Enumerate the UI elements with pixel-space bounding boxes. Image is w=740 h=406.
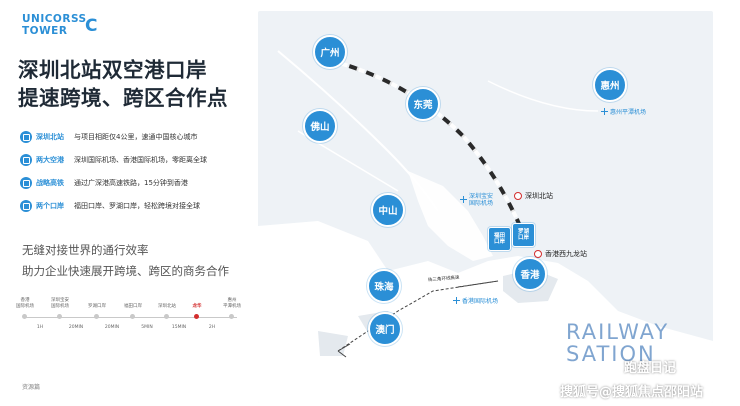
bullet-item: 两个口岸 福田口岸、罗湖口岸，轻松跨境对接全球 xyxy=(20,199,200,213)
port-icon xyxy=(20,200,32,212)
station-hk-west-kowloon: 香港西九龙站 xyxy=(534,249,587,259)
hk-airport-route xyxy=(457,280,499,288)
bridge-arrow xyxy=(337,343,351,358)
timeline-stop: 福田口岸 xyxy=(124,304,142,309)
city-zhuhai: 珠海 xyxy=(367,269,401,303)
rail-icon xyxy=(20,177,32,189)
timeline-dot xyxy=(57,314,62,319)
airport-huizhou: 惠州平潭机场 xyxy=(601,107,646,116)
timeline-dot xyxy=(164,314,169,319)
bullet-label: 战略高铁 xyxy=(36,179,64,187)
station-pin-icon xyxy=(514,192,522,200)
plane-icon xyxy=(20,154,32,166)
bullet-label: 深圳北站 xyxy=(36,133,64,141)
logo-line2: TOWER xyxy=(22,25,68,37)
title-line1: 深圳北站双空港口岸 xyxy=(18,58,207,82)
bullet-text: 福田口岸、罗湖口岸，轻松跨境对接全球 xyxy=(74,202,200,210)
slogan-line1: 无缝对接世界的通行效率 xyxy=(22,243,149,257)
timeline-time: 1H xyxy=(36,325,44,330)
timeline-dot xyxy=(22,314,27,319)
timeline-stop: 香港 国际机场 xyxy=(16,298,34,309)
logo-line1: UNICORSS xyxy=(22,13,87,25)
bullet-text: 深圳国际机场、香港国际机场，零距离全球 xyxy=(74,156,207,164)
bullet-label: 两个口岸 xyxy=(36,202,64,210)
train-icon xyxy=(20,131,32,143)
timeline-time: 20MIN xyxy=(104,325,120,330)
bullet-label: 两大空港 xyxy=(36,156,64,164)
city-zhongshan: 中山 xyxy=(371,193,405,227)
timeline-stop: 罗湖口岸 xyxy=(88,304,106,309)
timeline-dot xyxy=(94,314,99,319)
logo-mark: C xyxy=(85,16,98,36)
timeline-time: 5MIN xyxy=(141,325,153,330)
city-huizhou: 惠州 xyxy=(593,68,627,102)
bullet-item: 深圳北站 与项目相距仅4公里，速通中国核心城市 xyxy=(20,130,197,144)
timeline-dot-highlight xyxy=(194,314,199,319)
railway-line2: SATION xyxy=(566,342,656,366)
bridge-route xyxy=(337,280,499,352)
station-label: 深圳北站 xyxy=(525,192,553,200)
estuary xyxy=(408,171,493,261)
timeline-time: 20MIN xyxy=(68,325,84,330)
source-note: 资源篇 xyxy=(22,384,41,391)
timeline-dot xyxy=(130,314,135,319)
bullet-item: 两大空港 深圳国际机场、香港国际机场，零距离全球 xyxy=(20,153,207,167)
timeline-dot xyxy=(229,314,234,319)
timeline-stop: 深圳宝安 国际机场 xyxy=(51,298,69,309)
rail-route-white xyxy=(331,59,522,227)
station-label: 香港西九龙站 xyxy=(545,250,587,258)
plane-icon xyxy=(453,297,460,304)
city-dongguan: 东莞 xyxy=(406,87,440,121)
timeline-stop-highlight: 龙华 xyxy=(192,304,202,309)
region-map: 广州 东莞 惠州 佛山 中山 珠海 香港 澳门 福田 口岸 罗湖 口岸 惠州平潭… xyxy=(258,11,713,403)
sea-area xyxy=(258,221,713,403)
timeline-time: 2H xyxy=(208,325,216,330)
timeline-stop: 惠州 平潭机场 xyxy=(223,298,241,309)
bullet-text: 与项目相距仅4公里，速通中国核心城市 xyxy=(74,133,198,141)
port-futian: 福田 口岸 xyxy=(488,227,511,251)
station-shenzhen-north: 深圳北站 xyxy=(514,191,553,201)
plane-icon xyxy=(460,196,467,203)
city-guangzhou: 广州 xyxy=(313,35,347,69)
bullet-text: 通过广深港高速铁路，15分钟到香港 xyxy=(74,179,188,187)
city-foshan: 佛山 xyxy=(303,109,337,143)
city-hongkong: 香港 xyxy=(513,257,547,291)
river xyxy=(277,50,439,212)
slogan-line2: 助力企业快速展开跨境、跨区的商务合作 xyxy=(22,264,229,278)
brand-logo: UNICORSS TOWER C xyxy=(22,13,97,37)
port-luohu: 罗湖 口岸 xyxy=(512,223,535,247)
title-line2: 提速跨境、跨区合作点 xyxy=(18,86,228,110)
timeline-stop: 深圳北站 xyxy=(158,304,176,309)
railway-text: RAILWAY SATION xyxy=(566,321,669,365)
airport-hongkong: 香港国际机场 xyxy=(453,296,498,305)
bullet-item: 战略高铁 通过广深港高速铁路，15分钟到香港 xyxy=(20,176,188,190)
plane-icon xyxy=(601,108,608,115)
city-macau: 澳门 xyxy=(368,312,402,346)
airport-label: 香港国际机场 xyxy=(462,298,499,305)
airport-label: 惠州平潭机场 xyxy=(610,109,647,116)
river xyxy=(487,80,599,112)
station-pin-icon xyxy=(534,250,542,258)
watermark-line1: 跑盘日记 xyxy=(624,361,677,376)
airport-label: 深圳宝安 国际机场 xyxy=(469,193,494,207)
watermark-line2: 搜狐号@搜狐焦点邵阳站 xyxy=(560,385,704,400)
airport-shenzhen: 深圳宝安 国际机场 xyxy=(460,193,493,207)
railway-line1: RAILWAY xyxy=(566,320,670,344)
page-title: 深圳北站双空港口岸 提速跨境、跨区合作点 xyxy=(18,56,228,112)
timeline-time: 15MIN xyxy=(171,325,187,330)
